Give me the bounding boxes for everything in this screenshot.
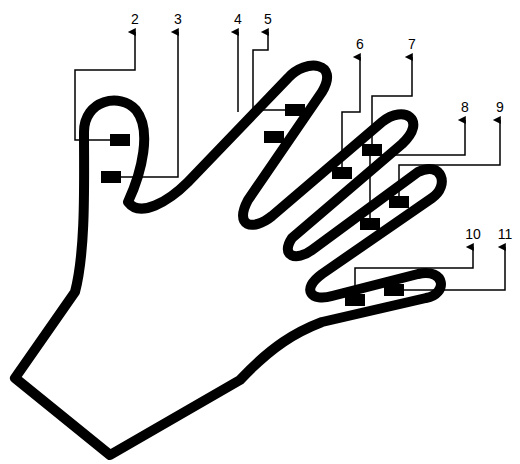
hand-outline	[15, 66, 442, 455]
leader-lines	[75, 32, 505, 294]
callout-number: 5	[264, 11, 272, 27]
callout-number: 9	[496, 99, 504, 115]
callout-number: 4	[234, 11, 242, 27]
callout-number: 8	[461, 99, 469, 115]
callout-number: 7	[408, 36, 416, 52]
callout-number: 11	[498, 226, 513, 242]
callout-number: 10	[465, 226, 481, 242]
sensor-pads	[101, 104, 409, 306]
callout-number: 2	[131, 11, 139, 27]
callout-number: 3	[174, 11, 182, 27]
callout-number: 6	[356, 36, 364, 52]
